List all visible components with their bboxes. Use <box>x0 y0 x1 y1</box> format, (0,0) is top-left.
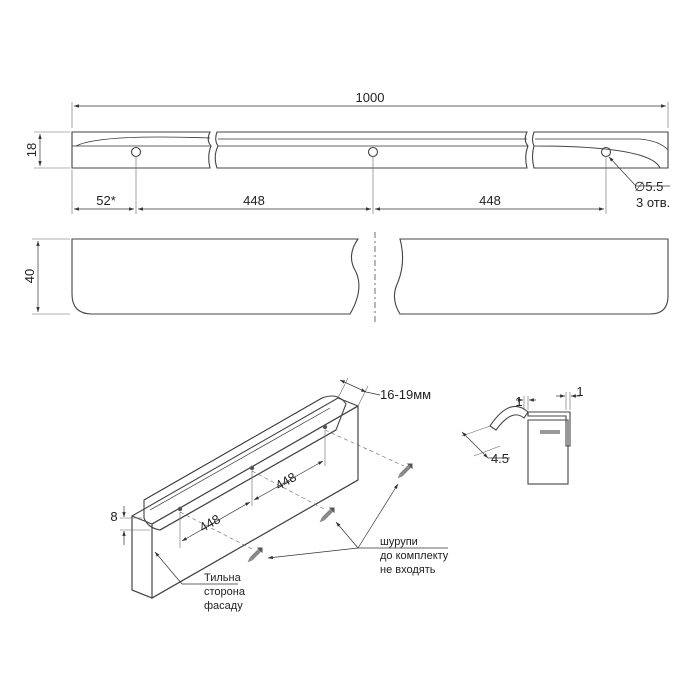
lip-size-label: 8 <box>110 509 117 524</box>
screw-icon <box>247 547 263 563</box>
spacing-right-label: 448 <box>479 193 501 208</box>
height-18-label: 18 <box>24 143 39 157</box>
profile-strip <box>71 131 669 169</box>
facade-panel <box>151 405 359 599</box>
back-side-note-line1: Тильна <box>204 572 242 584</box>
screws-note-line1: шурупи <box>380 536 418 548</box>
overall-length-label: 1000 <box>356 90 385 105</box>
front-profile-left <box>71 238 360 315</box>
section-profile <box>527 411 571 447</box>
lip-depth-label: 4.5 <box>491 451 509 466</box>
wall-thickness-a-label: 1 <box>515 394 522 409</box>
hole-diameter-label: ∅5.5 <box>634 179 663 194</box>
back-side-note-line2: сторона <box>204 586 246 598</box>
iso-spacing-upper-label: 448 <box>273 469 299 493</box>
front-view: 40 <box>22 232 669 322</box>
spacing-left-label: 448 <box>243 193 265 208</box>
mounting-hole-1 <box>130 146 142 158</box>
hole-count-label: 3 отв. <box>636 195 670 210</box>
section-board <box>527 419 569 485</box>
screw-icon <box>319 507 335 523</box>
screws-note-line2: до комплекту <box>380 550 449 562</box>
front-profile-right <box>393 238 669 315</box>
screw-icon <box>397 463 413 479</box>
iso-spacing-lower-label: 448 <box>197 511 223 535</box>
top-view: 1000 18 52* 448 <box>24 90 670 214</box>
edge-offset-label: 52* <box>96 193 116 208</box>
height-40-label: 40 <box>22 269 37 283</box>
section-view: 1 1 4.5 <box>461 384 584 485</box>
screws-note-line3: не входять <box>380 564 436 576</box>
isometric-view: 448 448 8 16-19мм <box>110 377 449 612</box>
back-side-note-line3: фасаду <box>204 600 243 612</box>
wall-thickness-b-label: 1 <box>576 384 583 399</box>
thickness-range-label: 16-19мм <box>380 387 431 402</box>
mounting-hole-2 <box>367 146 379 158</box>
